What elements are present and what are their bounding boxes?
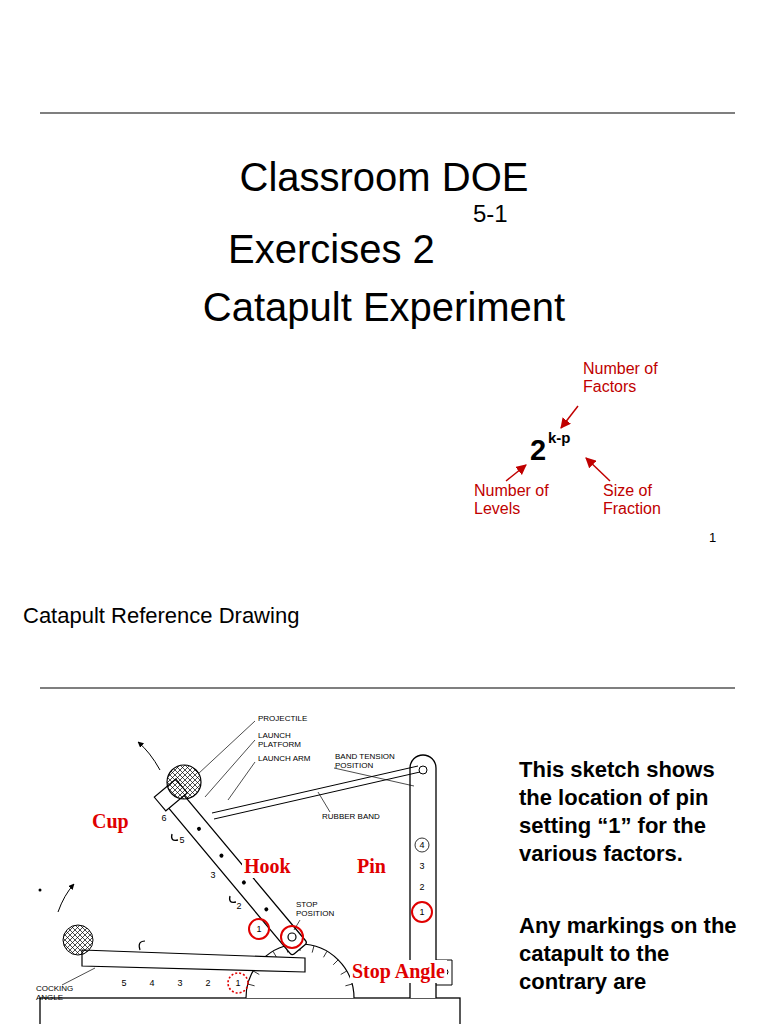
setting-circle bbox=[228, 973, 248, 993]
subtitle: Catapult Experiment bbox=[203, 284, 565, 330]
pin-number: 3 bbox=[419, 861, 424, 871]
part-name: PROJECTILE bbox=[258, 714, 307, 723]
projectile-ball bbox=[167, 765, 201, 799]
part-name: LAUNCH PLATFORM bbox=[258, 731, 310, 749]
part-name: COCKING ANGLE bbox=[36, 984, 82, 1002]
notation-arrow bbox=[561, 406, 578, 428]
pin-number: 1 bbox=[256, 924, 261, 934]
pin-number: 4 bbox=[419, 840, 424, 850]
part-name: LAUNCH ARM bbox=[258, 754, 310, 763]
notation-base: 2 bbox=[530, 434, 546, 467]
launch-arm bbox=[154, 779, 310, 958]
superscript: 5-1 bbox=[473, 200, 508, 228]
page-number: 1 bbox=[709, 531, 716, 546]
factor-label: Stop Angle bbox=[350, 960, 447, 983]
slide-title: Classroom DOE bbox=[240, 154, 529, 200]
pin-number: 1 bbox=[235, 978, 240, 988]
hook-symbol bbox=[139, 941, 145, 950]
subtitle: Exercises 2 bbox=[228, 226, 435, 272]
factor-label: Cup bbox=[90, 810, 131, 833]
slide-rule bbox=[40, 687, 735, 688]
motion-arrow bbox=[58, 884, 74, 912]
pin-number: 2 bbox=[236, 901, 241, 911]
cocked-projectile bbox=[63, 925, 93, 955]
notation-exponent: k-p bbox=[548, 429, 571, 446]
post-pin bbox=[419, 766, 427, 774]
setting-circle bbox=[249, 919, 269, 939]
pin-number: 4 bbox=[149, 978, 154, 988]
pin-number: 5 bbox=[179, 835, 184, 845]
hook-symbol bbox=[230, 896, 236, 902]
slide-heading: Catapult Reference Drawing bbox=[23, 603, 299, 628]
notation-note: Size of Fraction bbox=[603, 482, 683, 519]
leader-lines bbox=[62, 721, 414, 985]
part-name: BAND TENSION POSITION bbox=[335, 752, 405, 770]
cocked-arm bbox=[82, 950, 305, 972]
rubber-band bbox=[212, 766, 420, 819]
notation-note: Number of Levels bbox=[474, 482, 564, 519]
setting-circle bbox=[281, 926, 303, 948]
factor-label: Pin bbox=[355, 855, 388, 878]
part-name: STOP POSITION bbox=[296, 900, 336, 918]
motion-arrow bbox=[138, 742, 160, 770]
notation-arrow bbox=[586, 458, 610, 481]
post-pin-hole bbox=[415, 838, 429, 852]
pin-number: 2 bbox=[419, 882, 424, 892]
part-name: RUBBER BAND bbox=[322, 812, 380, 821]
pin-number: 1 bbox=[419, 907, 424, 917]
setting-circle bbox=[412, 902, 432, 922]
notation-note: Number of Factors bbox=[583, 360, 683, 397]
catapult-base bbox=[40, 998, 460, 1024]
pin-number: 3 bbox=[210, 870, 215, 880]
factor-label: Hook bbox=[242, 855, 293, 878]
pin-number: 6 bbox=[161, 813, 166, 823]
dot-mark bbox=[39, 889, 42, 892]
notation-arrow bbox=[506, 465, 526, 481]
slide-rule bbox=[40, 112, 735, 113]
note-text: This sketch shows the location of pin se… bbox=[519, 756, 741, 869]
pin-number: 5 bbox=[121, 978, 126, 988]
pin-number: 3 bbox=[177, 978, 182, 988]
note-text: Any markings on the catapult to the cont… bbox=[519, 912, 741, 996]
hook-symbol bbox=[172, 834, 178, 840]
pivot-pin bbox=[288, 933, 296, 941]
pin-number: 2 bbox=[205, 978, 210, 988]
